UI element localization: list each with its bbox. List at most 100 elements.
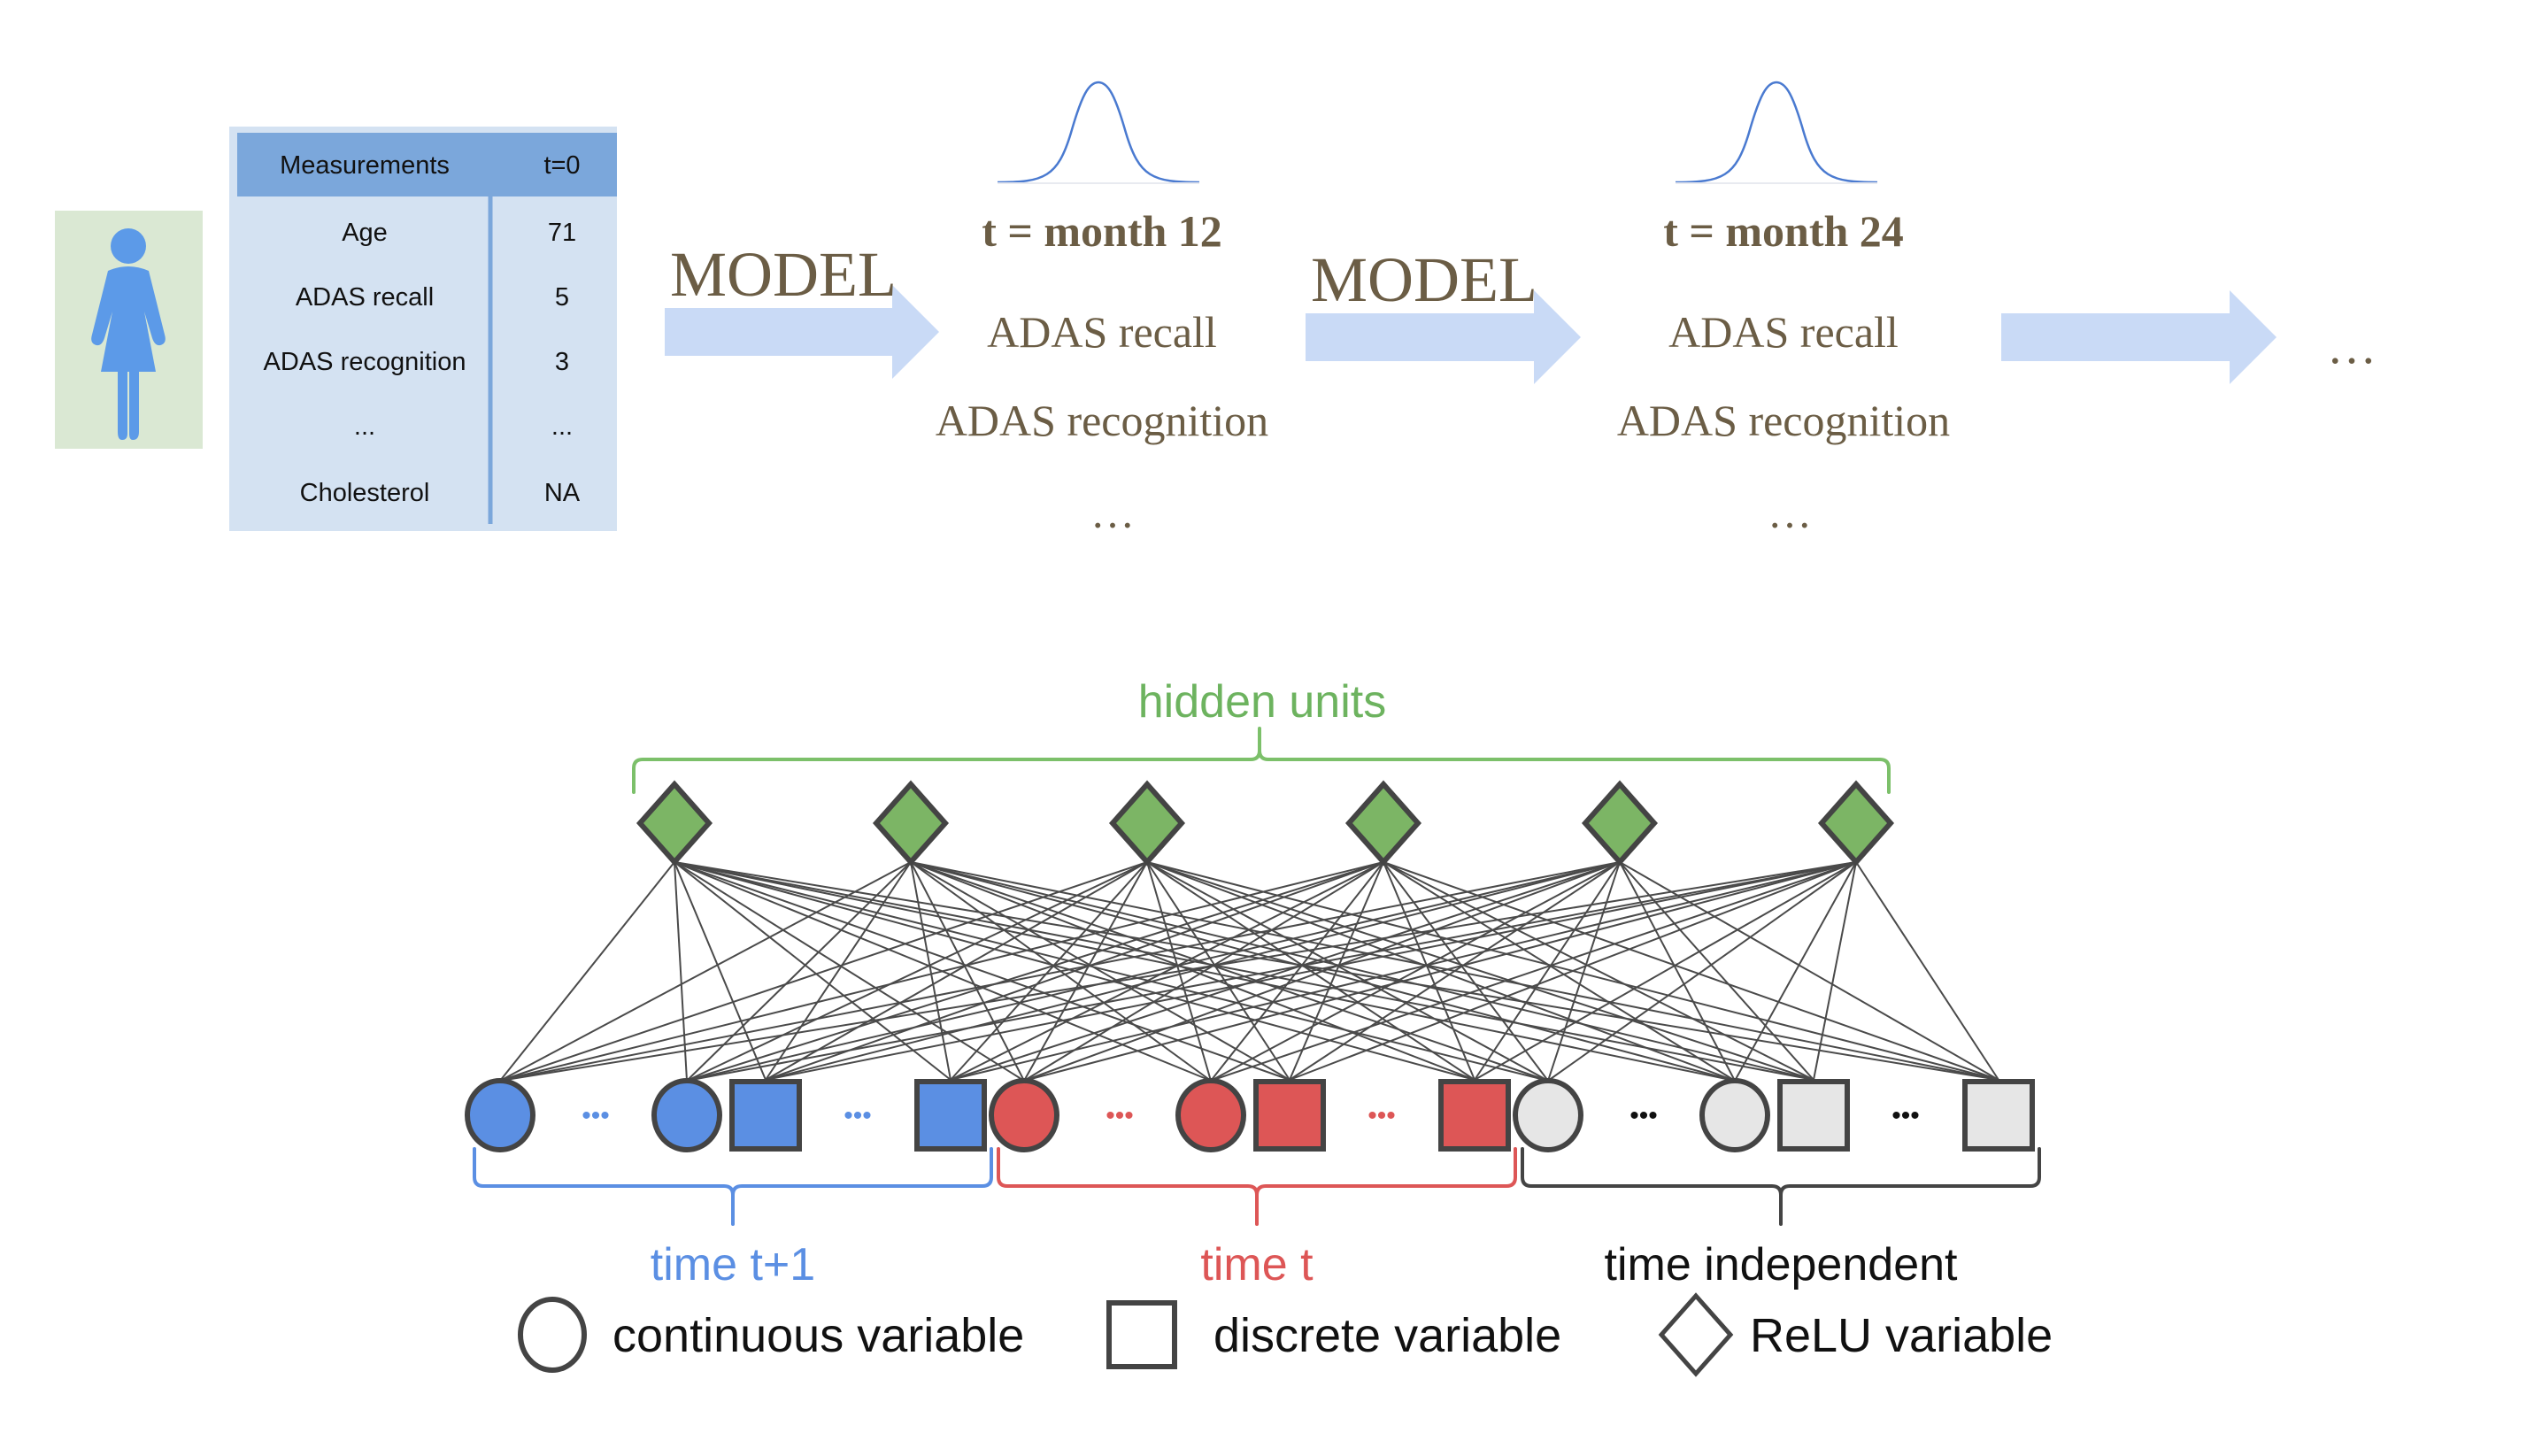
model-label: MODEL [1311, 244, 1537, 315]
continuation-ellipsis: … [2327, 320, 2377, 374]
prediction-step-month-12: t = month 12 ADAS recall ADAS recognitio… [936, 81, 1268, 537]
hidden-units-label: hidden units [1138, 676, 1386, 728]
step-item: … [1090, 488, 1135, 537]
connection-edge [765, 861, 1621, 1081]
connection-edge [499, 861, 912, 1082]
continuous-variable-node [651, 1078, 722, 1152]
connection-edge [1289, 861, 1857, 1081]
connection-edge [1619, 861, 1999, 1081]
patient-panel [55, 211, 203, 449]
connection-edge [499, 861, 1148, 1082]
step-item: ADAS recognition [936, 396, 1268, 445]
connection-edge [765, 861, 1384, 1081]
table-cell-label: ... [354, 412, 375, 441]
table-cell-label: ADAS recognition [264, 348, 466, 376]
discrete-variable-node [1438, 1079, 1511, 1152]
step-item: … [1768, 488, 1812, 537]
connection-edge [674, 861, 951, 1081]
table-cell-label: ADAS recall [296, 283, 434, 312]
connection-edge [1383, 861, 1814, 1081]
hidden-units-bracket [632, 727, 1891, 794]
group-label: time t+1 [651, 1239, 815, 1290]
table-cell-value: ... [551, 412, 573, 441]
legend-square-icon [1106, 1300, 1177, 1369]
connection-edge [1547, 861, 1857, 1082]
connection-edge [765, 861, 912, 1081]
visible-units: •••••••••••••••••• [465, 1078, 2035, 1152]
relu-hidden-node [872, 780, 950, 867]
continuous-variable-node [1175, 1078, 1246, 1152]
network-diagram: hidden units •••••••••••••••••• time t+1… [465, 676, 2041, 1290]
connection-edge [1383, 861, 1475, 1081]
table-cell-value: 5 [555, 283, 569, 312]
group-label: time independent [1605, 1239, 1959, 1290]
ellipsis-dots: ••• [1368, 1101, 1396, 1130]
connection-edge [1146, 861, 1814, 1081]
connection-edge [765, 861, 1148, 1081]
step-item: ADAS recall [1668, 307, 1899, 357]
connection-edge [1383, 861, 1736, 1082]
ellipsis-dots: ••• [1106, 1101, 1134, 1130]
connection-edge [1289, 861, 1384, 1081]
arrow-right-icon [1306, 290, 1581, 384]
table-cell-label: Cholesterol [300, 479, 430, 507]
connection-edge [499, 861, 1621, 1082]
connection-edge [499, 861, 675, 1082]
connection-edge [1023, 861, 1857, 1082]
group-bracket [473, 1147, 993, 1226]
table-header-measurements: Measurements [280, 151, 450, 180]
connection-edge [686, 861, 1621, 1082]
legend-label: continuous variable [612, 1309, 1024, 1362]
legend: continuous variable discrete variable Re… [518, 1292, 2053, 1377]
connection-edge [1289, 861, 1621, 1081]
connection-edge [1210, 861, 1857, 1082]
prediction-step-month-24: t = month 24 ADAS recall ADAS recognitio… [1617, 81, 1950, 537]
ellipsis-dots: ••• [1629, 1101, 1658, 1130]
connection-edge [499, 861, 1384, 1082]
connection-edge [674, 861, 688, 1082]
legend-label: discrete variable [1213, 1309, 1561, 1362]
person-female-icon [91, 228, 166, 440]
connection-edges [499, 861, 1999, 1082]
connection-edge [686, 861, 1384, 1082]
relu-hidden-node [1581, 780, 1659, 867]
relu-hidden-node [1344, 780, 1422, 867]
continuous-variable-node [465, 1078, 535, 1152]
hidden-units [636, 780, 1895, 867]
discrete-variable-node [1253, 1079, 1326, 1152]
legend-label: ReLU variable [1750, 1309, 2053, 1362]
table-header-time: t=0 [543, 151, 580, 180]
continuous-variable-node [1699, 1078, 1770, 1152]
connection-edge [1813, 861, 1857, 1081]
connection-edge [674, 861, 767, 1081]
connection-edge [1547, 861, 1621, 1082]
group-bracket [997, 1147, 1517, 1226]
table-cell-label: Age [342, 219, 388, 247]
connection-edge [910, 861, 1025, 1082]
connection-edge [674, 861, 1025, 1082]
step-title: t = month 24 [1663, 206, 1904, 256]
connection-edge [1383, 861, 1549, 1082]
connection-edge [1383, 861, 1999, 1081]
table-header [237, 133, 617, 196]
connection-edge [910, 861, 1549, 1082]
connection-edge [950, 861, 1384, 1081]
connection-edge [1619, 861, 1814, 1081]
discrete-variable-node [1777, 1079, 1850, 1152]
connection-edge [950, 861, 1621, 1081]
connection-edge [1023, 861, 1621, 1082]
connection-edge [1023, 861, 1384, 1082]
connection-edge [910, 861, 1814, 1081]
arrow-right-icon [665, 285, 939, 379]
continuous-variable-node [989, 1078, 1059, 1152]
group-label: time t [1200, 1239, 1314, 1290]
table-cell-value: 3 [555, 348, 569, 376]
legend-diamond-icon [1658, 1292, 1734, 1377]
connection-edge [910, 861, 1290, 1081]
ellipsis-dots: ••• [582, 1101, 610, 1130]
connection-edge [499, 861, 1857, 1082]
connection-edge [950, 861, 1857, 1081]
connection-edge [1474, 861, 1621, 1081]
discrete-variable-node [914, 1079, 987, 1152]
